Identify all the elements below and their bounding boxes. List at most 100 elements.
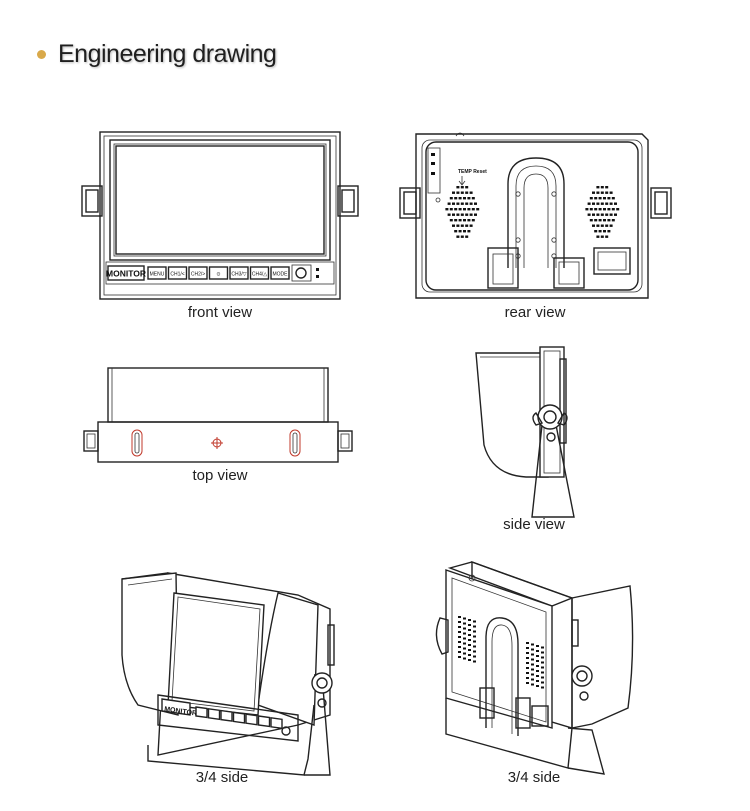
vent-slot xyxy=(465,213,469,216)
vent-slot xyxy=(454,219,458,222)
vent-slot xyxy=(616,208,620,211)
monitor-brand-label: MONITOR xyxy=(106,269,146,279)
vent-slot xyxy=(585,208,589,211)
vent-slot xyxy=(531,658,534,661)
vent-slot xyxy=(468,649,471,651)
vent-slot xyxy=(473,640,476,643)
vent-slot xyxy=(536,680,539,682)
vent-slot xyxy=(607,208,611,211)
vent-slot xyxy=(463,632,466,635)
vent-slot xyxy=(589,219,593,222)
vent-slot xyxy=(458,197,462,200)
vent-slot xyxy=(471,197,475,200)
vent-slot xyxy=(463,647,466,650)
vent-slot xyxy=(605,191,609,194)
vent-slot xyxy=(594,219,598,222)
vent-slot xyxy=(473,630,476,633)
vent-slot xyxy=(603,197,606,200)
vent-slot xyxy=(531,643,534,646)
vent-slot xyxy=(452,213,455,216)
vent-slot xyxy=(531,668,534,671)
vent-slot xyxy=(541,666,544,669)
vent-slot xyxy=(471,208,475,211)
vent-slot xyxy=(541,646,544,649)
vent-slot xyxy=(458,219,462,222)
front-panel-button-label: ⊙ xyxy=(216,272,220,278)
three-quarter-panel-button xyxy=(207,707,221,721)
vent-slot xyxy=(452,224,455,227)
vent-slot xyxy=(468,634,471,636)
vent-slot xyxy=(476,208,480,211)
vent-slot xyxy=(469,224,473,227)
vent-slot xyxy=(465,186,469,189)
vent-slot xyxy=(460,235,464,238)
vent-slot xyxy=(445,208,449,211)
three-quarter-panel-button xyxy=(220,709,233,722)
vent-slot xyxy=(600,213,604,216)
vent-slot xyxy=(592,202,595,205)
front-panel-button-label: CH2/> xyxy=(191,272,205,278)
front-panel-button: CH2/> xyxy=(188,266,208,280)
vent-slot xyxy=(468,624,471,626)
vent-slot xyxy=(526,642,529,644)
vent-slot xyxy=(596,235,600,238)
vent-slot xyxy=(531,673,534,676)
vent-slot xyxy=(592,224,595,227)
vent-slot xyxy=(609,213,613,216)
vent-slot xyxy=(463,657,466,660)
vent-slot xyxy=(598,230,602,233)
vent-slot xyxy=(596,191,600,194)
section-title: Engineering drawing xyxy=(58,40,277,68)
vent-slot xyxy=(465,191,469,194)
vent-slot xyxy=(456,202,460,205)
vent-slot xyxy=(465,202,469,205)
vent-slot xyxy=(598,219,602,222)
vent-slot xyxy=(458,631,461,633)
front-panel-button-label: CH4/△ xyxy=(252,272,267,278)
vent-slot xyxy=(469,213,473,216)
vent-slot xyxy=(536,660,539,662)
vent-slot xyxy=(447,202,451,205)
vent-slot xyxy=(536,650,539,652)
vent-slot xyxy=(541,676,544,679)
vent-slot xyxy=(594,230,598,233)
vent-slot xyxy=(463,627,466,630)
vent-slot xyxy=(467,197,471,200)
vent-slot xyxy=(536,665,539,667)
vent-slot xyxy=(463,652,466,655)
vent-slot xyxy=(463,197,466,200)
three-quarter-rear-drawing xyxy=(432,558,642,778)
vent-slot xyxy=(463,617,466,620)
front-view-caption: front view xyxy=(187,304,253,321)
front-panel-button-label: MODE xyxy=(273,272,289,278)
vent-slot xyxy=(454,197,458,200)
vent-slot xyxy=(594,197,598,200)
vent-slot xyxy=(609,224,613,227)
vent-slot xyxy=(526,677,529,679)
vent-slot xyxy=(458,651,461,653)
vent-slot xyxy=(605,224,609,227)
vent-slot xyxy=(465,235,469,238)
vent-slot xyxy=(456,213,460,216)
front-panel-button-label: CH1/< xyxy=(170,272,184,278)
vent-slot xyxy=(526,667,529,669)
front-panel-button: CH3/▽ xyxy=(229,266,249,280)
vent-slot xyxy=(458,636,461,638)
vent-slot xyxy=(526,652,529,654)
vent-slot xyxy=(460,186,464,189)
vent-slot xyxy=(541,671,544,674)
vent-slot xyxy=(607,219,611,222)
vent-slot xyxy=(609,191,613,194)
vent-slot xyxy=(531,683,534,686)
vent-slot xyxy=(596,202,600,205)
rear-reset-label: TEMP Reset xyxy=(458,169,487,175)
vent-slot xyxy=(452,202,455,205)
vent-slot xyxy=(603,208,606,211)
three-quarter-brand-label: MONITOR xyxy=(164,706,198,718)
vent-slot xyxy=(468,659,471,661)
vent-slot xyxy=(473,620,476,623)
vent-slot xyxy=(526,647,529,649)
vent-slot xyxy=(468,654,471,656)
front-panel-button: CH4/△ xyxy=(249,266,270,280)
vent-slot xyxy=(460,202,464,205)
